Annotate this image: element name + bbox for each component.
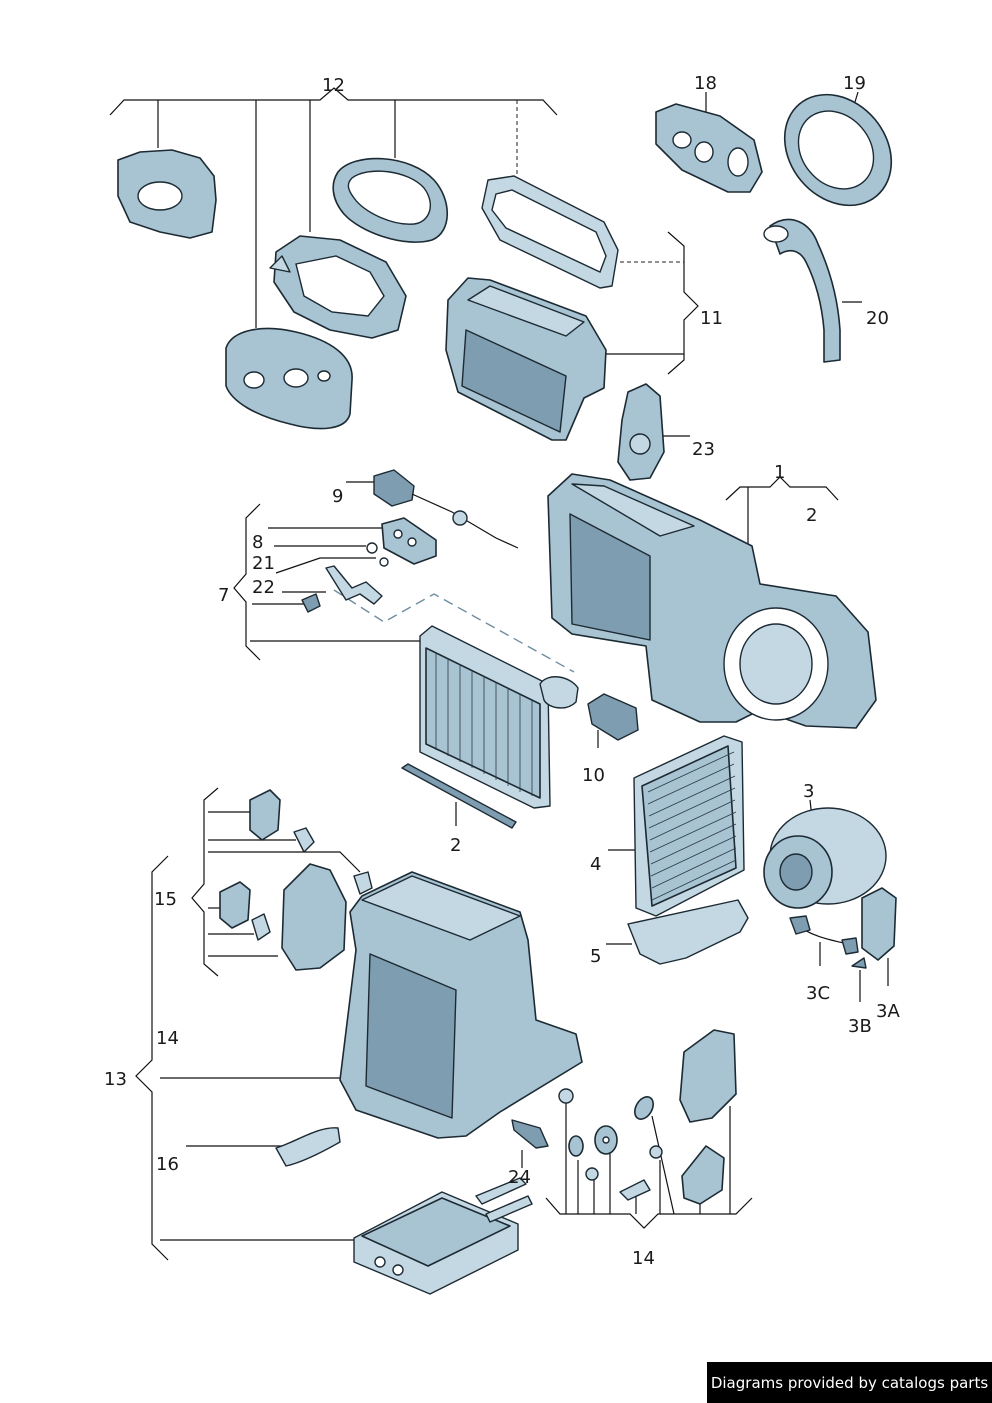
foam-block-seal [225,327,353,430]
drain-hose [763,218,841,363]
callout-2-top: 2 [806,505,817,526]
servo-motor-c [681,1145,725,1205]
credit-banner: Diagrams provided by catalogs parts [707,1362,992,1403]
expansion-valve [381,517,437,565]
callout-1: 1 [774,462,785,483]
flap-link-a [293,827,315,853]
flap-actuator-small-b [219,881,251,929]
blower-fan [763,807,887,909]
callout-4: 4 [590,854,601,875]
strip-seal [401,763,517,829]
oval-ring-gasket [332,157,448,243]
evaporator-core [419,625,579,809]
cabin-filter [633,735,745,917]
servo-motor-b [679,1029,737,1123]
bolt [301,593,321,613]
callout-10: 10 [582,765,605,786]
bearing-bush-b [585,1167,599,1181]
credit-text: Diagrams provided by catalogs parts [710,1373,989,1392]
callout-12: 12 [322,75,345,96]
cap-a [568,1135,584,1157]
gear-disc [594,1125,618,1155]
bearing-bush-a [558,1088,574,1104]
callout-22: 22 [252,577,275,598]
callout-23: 23 [692,439,715,460]
rectangular-gasket [481,175,619,289]
o-rings [366,542,389,567]
cap-b [634,1096,654,1120]
lever-link [619,1179,651,1201]
callout-5: 5 [590,946,601,967]
callout-20: 20 [866,308,889,329]
duct-seal-round [117,149,217,239]
callout-3B: 3B [848,1016,872,1037]
callout-2-bottom: 2 [450,835,461,856]
callout-11: 11 [700,308,723,329]
heater-core [353,1177,533,1295]
main-evaporator-housing [547,473,877,729]
triple-port-gasket [655,103,763,193]
flap-link-b [251,913,271,941]
callout-14-left: 14 [156,1028,179,1049]
callout-7: 7 [218,585,229,606]
housing-tray [445,277,607,441]
wiring-harness [789,915,859,955]
flap-actuator-small-a [249,789,281,841]
callout-18: 18 [694,73,717,94]
callout-14-bottom: 14 [632,1248,655,1269]
callout-16: 16 [156,1154,179,1175]
filter-frame [627,899,749,965]
pipe-clamp [325,565,383,605]
callout-15: 15 [154,889,177,910]
callout-labels: 12 18 19 11 20 23 1 2 9 8 21 22 7 10 2 3… [104,73,900,1269]
callout-3: 3 [803,781,814,802]
callout-21: 21 [252,553,275,574]
callout-3A: 3A [876,1001,900,1022]
callout-24: 24 [508,1167,531,1188]
callout-8: 8 [252,532,263,553]
callout-3C: 3C [806,983,830,1004]
blower-controller [861,887,897,961]
blower-resistor [587,693,639,741]
bearing-bush-c [649,1145,663,1159]
leader-lines [109,87,889,1261]
callout-9: 9 [332,486,343,507]
temperature-sensor [373,469,519,549]
screw [851,957,867,969]
callout-19: 19 [843,73,866,94]
callout-13: 13 [104,1069,127,1090]
gasket-frame [269,235,407,339]
retaining-clip [275,1127,341,1167]
servo-motor-large [281,863,347,971]
servo-actuator [617,383,665,481]
flap-clip [353,871,373,895]
heater-box-housing [339,871,583,1139]
mounting-pin [511,1119,549,1149]
ring-seal [783,93,893,207]
